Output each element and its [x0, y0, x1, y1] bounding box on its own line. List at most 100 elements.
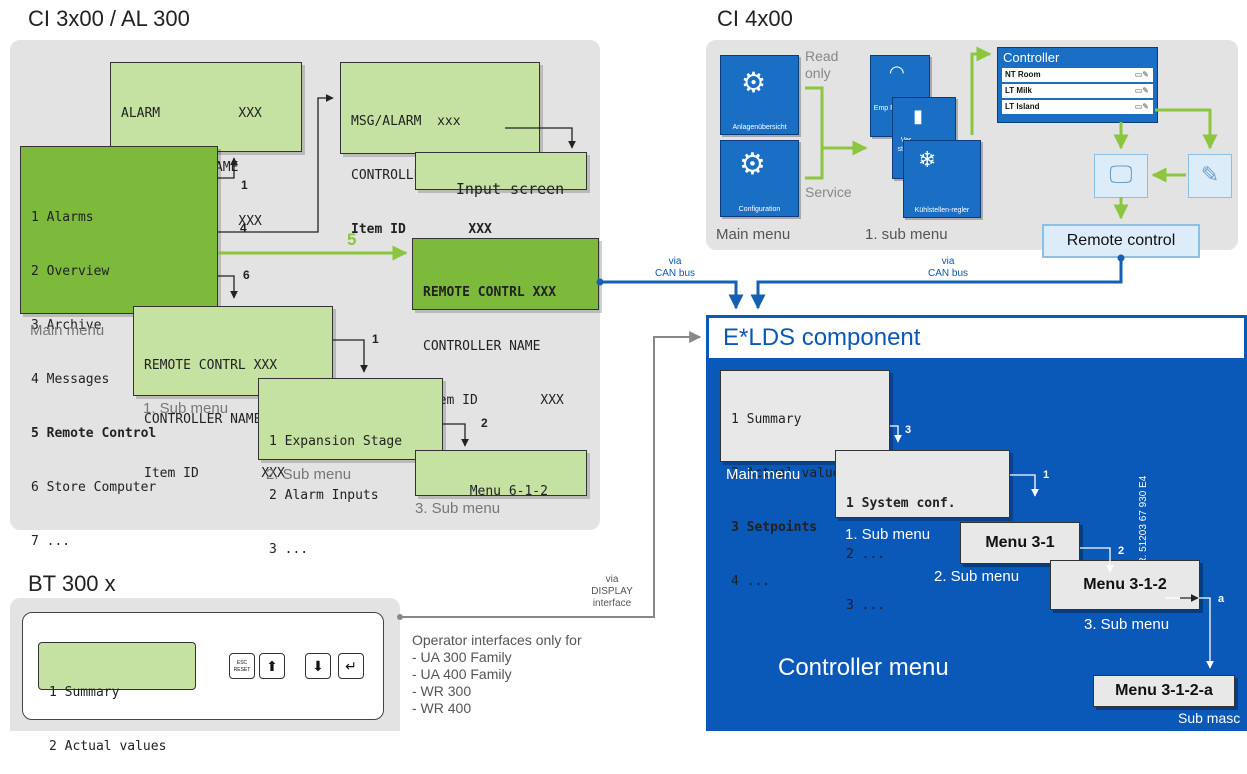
main-menu-item: 5 Remote Control	[31, 426, 157, 441]
emp-tile-label: Emp Fun	[873, 105, 903, 112]
remote-control-lcd: REMOTE CONTRL XXX CONTROLLER NAME Item I…	[412, 238, 599, 408]
gears-icon: ⚙	[739, 148, 766, 181]
monitor-icon-box: 🖵	[1094, 154, 1148, 198]
operator-interfaces-text: Operator interfaces only for - UA 300 Fa…	[412, 632, 582, 717]
up-arrow-key[interactable]: ⬆	[259, 653, 285, 679]
can-bus-via: via	[668, 256, 682, 267]
msg-line: MSG/ALARM xxx	[351, 114, 461, 129]
sub-masc-label: Sub masc	[1178, 710, 1241, 726]
can-bus-text: CAN bus	[654, 268, 695, 279]
elds-main-box: 1 Summary 2 Actual values 3 Setpoints 4 …	[720, 370, 890, 589]
controller-row-label: LT Milk	[1005, 86, 1032, 95]
controller-row[interactable]: NT Room ▭✎	[1002, 68, 1153, 82]
remote-control-label: Remote control	[1066, 232, 1176, 249]
controller-box: Controller NT Room ▭✎ LT Milk ▭✎ LT Island…	[997, 47, 1158, 123]
configuration-tile[interactable]: ⚙ Configuration	[720, 140, 799, 217]
sub1-line: Item ID XXX	[144, 466, 285, 481]
remote-control-box[interactable]: Remote control	[1042, 224, 1200, 258]
kuehl-tile[interactable]: ❄ Kühlstellen-regler	[903, 140, 981, 218]
msg-line: Item ID XXX	[351, 222, 492, 237]
bt300-lcd: 1 Summary 2 Actual values	[38, 642, 196, 754]
display-text: DISPLAY	[591, 586, 633, 597]
edit-icon-box: ✎	[1188, 154, 1232, 198]
can-bus-label-right: via CAN bus	[918, 256, 978, 280]
edit-icon: ▭✎	[1134, 70, 1149, 79]
ci3-sub2-label: 2. Sub menu	[266, 466, 352, 483]
remote-line: REMOTE CONTRL XXX	[423, 285, 557, 300]
ci3-main-lcd: 1 Alarms 2 Overview 3 Archive 4 Messages…	[20, 146, 218, 549]
ci3-sub1-label: 1. Sub menu	[143, 400, 229, 417]
bt300-lcd-line: 2 Actual values	[49, 739, 167, 754]
overview-tile[interactable]: ⚙ Anlagenübersicht	[720, 55, 799, 135]
ci3-sub3-label: 3. Sub menu	[415, 500, 501, 517]
arrow-number: 6	[243, 268, 250, 282]
can-bus-text: CAN bus	[927, 268, 968, 279]
down-arrow-key[interactable]: ⬇	[305, 653, 331, 679]
msg-lcd: MSG/ALARM xxx CONTROLLER NAME Item ID XX…	[340, 62, 540, 237]
ci4-sub-menu-label: 1. sub menu	[865, 226, 948, 243]
ci4-main-menu-label: Main menu	[716, 226, 791, 243]
menu-3-1-2-a-label: Menu 3-1-2-a	[1115, 682, 1213, 699]
display-interface-text: interface	[592, 598, 632, 609]
sub2-line: 1 Expansion Stage	[269, 434, 403, 449]
arrow-number: 1	[372, 332, 379, 346]
controller-title: Controller	[1003, 50, 1060, 65]
display-interface-label: via DISPLAY interface	[577, 574, 647, 610]
ci3-main-menu-label: Main menu	[30, 322, 105, 339]
edit-icon: ▭✎	[1134, 86, 1149, 95]
controller-row-label: NT Room	[1005, 70, 1041, 79]
edit-icon: ▭✎	[1134, 102, 1149, 111]
snowflake-icon: ❄	[918, 147, 937, 172]
controller-row[interactable]: LT Island ▭✎	[1002, 100, 1153, 114]
sub3-text: Menu 6-1-2	[469, 484, 548, 499]
esc-reset-key[interactable]: ESC RESET	[229, 653, 255, 679]
menu-3-1-2-box: Menu 3-1-2	[1050, 560, 1200, 610]
overview-tile-label: Anlagenübersicht	[732, 124, 787, 131]
read-only-label: Read only	[805, 48, 839, 81]
arrow-number-5: 5	[347, 230, 357, 249]
main-menu-item: 1 Alarms	[31, 210, 94, 225]
menu-3-1-2-label: Menu 3-1-2	[1083, 576, 1167, 593]
main-menu-item: 4 Messages	[31, 372, 110, 387]
arrow-number: 2	[1118, 545, 1125, 557]
ci3-sub2-lcd: 1 Expansion Stage 2 Alarm Inputs 3 ...	[258, 378, 443, 557]
operator-item: - WR 300	[412, 683, 472, 699]
ci3-sub3-lcd: Menu 6-1-2	[415, 450, 587, 499]
elds-header: E*LDS component	[709, 318, 1244, 358]
service-label: Service	[805, 184, 852, 200]
controller-menu-label: Controller menu	[778, 654, 949, 681]
remote-line: Item ID XXX	[423, 393, 564, 408]
ci3-title: CI 3x00 / AL 300	[28, 6, 190, 31]
elds-sub3-label: 3. Sub menu	[1084, 616, 1170, 633]
enter-key[interactable]: ↵	[338, 653, 364, 679]
input-screen-lcd: Input screen	[415, 152, 587, 198]
sub2-line: 3 ...	[269, 542, 309, 557]
arrow-number: 1	[241, 178, 248, 192]
operator-heading: Operator interfaces only for	[412, 632, 582, 648]
wifi-icon: ◠	[889, 62, 905, 82]
sub1-line: CONTROLLER NAME	[144, 412, 262, 427]
operator-item: - UA 300 Family	[412, 649, 512, 665]
controller-row[interactable]: LT Milk ▭✎	[1002, 84, 1153, 98]
elds-main-line: 1 Summary	[731, 412, 802, 427]
znr-label: ZNR. 51203 67 930 E4	[1138, 475, 1149, 578]
bt300-lcd-line: 1 Summary	[49, 685, 120, 700]
can-bus-via: via	[941, 256, 955, 267]
controller-row-label: LT Island	[1005, 102, 1040, 111]
display-via: via	[605, 574, 619, 585]
arrow-number: 3	[905, 424, 912, 436]
operator-item: - WR 400	[412, 700, 472, 716]
elds-title: E*LDS component	[723, 324, 921, 351]
remote-line: CONTROLLER NAME	[423, 339, 541, 354]
can-bus-left	[600, 280, 744, 310]
elds-sub1-line: 2 ...	[846, 547, 886, 562]
sub1-line: REMOTE CONTRL XXX	[144, 358, 278, 373]
can-bus-label-left: via CAN bus	[645, 256, 705, 280]
elds-main-line: 4 ...	[731, 574, 771, 589]
ci4-title: CI 4x00	[717, 6, 793, 31]
arrow-number: 2	[481, 416, 488, 430]
configuration-tile-label: Configuration	[738, 206, 781, 213]
kuehl-tile-label: Kühlstellen-regler	[914, 207, 970, 214]
elds-sub1-line: 3 ...	[846, 598, 886, 613]
main-menu-item: 7 ...	[31, 534, 71, 549]
